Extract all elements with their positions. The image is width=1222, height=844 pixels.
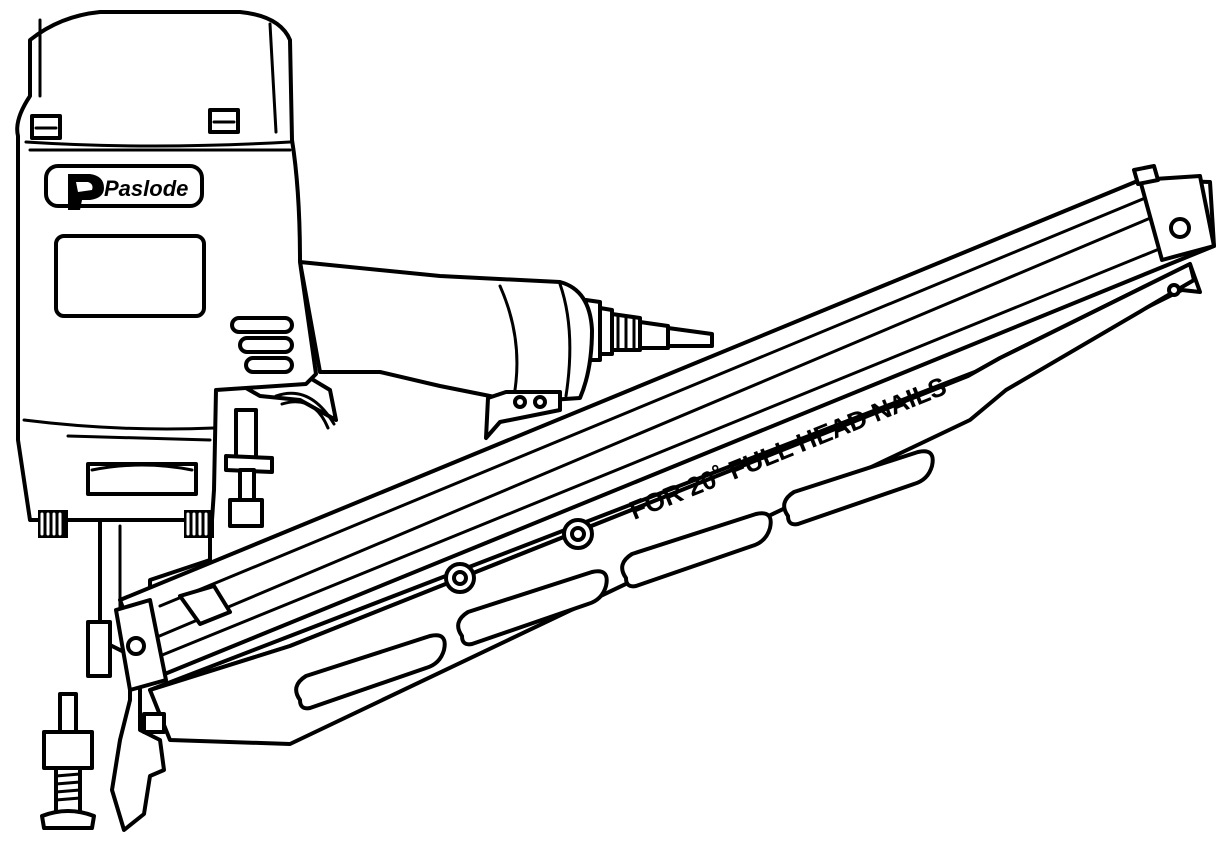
brand-logo-text: Paslode xyxy=(104,176,188,201)
magazine: FOR 20˚ FULL HEAD NAILS xyxy=(114,164,1216,746)
vent-slots xyxy=(230,316,294,374)
base-block xyxy=(142,712,166,734)
air-fitting xyxy=(584,298,714,362)
depth-adjust xyxy=(40,692,96,830)
cylinder-body xyxy=(15,10,318,538)
handle xyxy=(298,260,594,404)
trigger-assembly xyxy=(224,370,562,528)
paslode-logo: Paslode xyxy=(68,174,188,210)
